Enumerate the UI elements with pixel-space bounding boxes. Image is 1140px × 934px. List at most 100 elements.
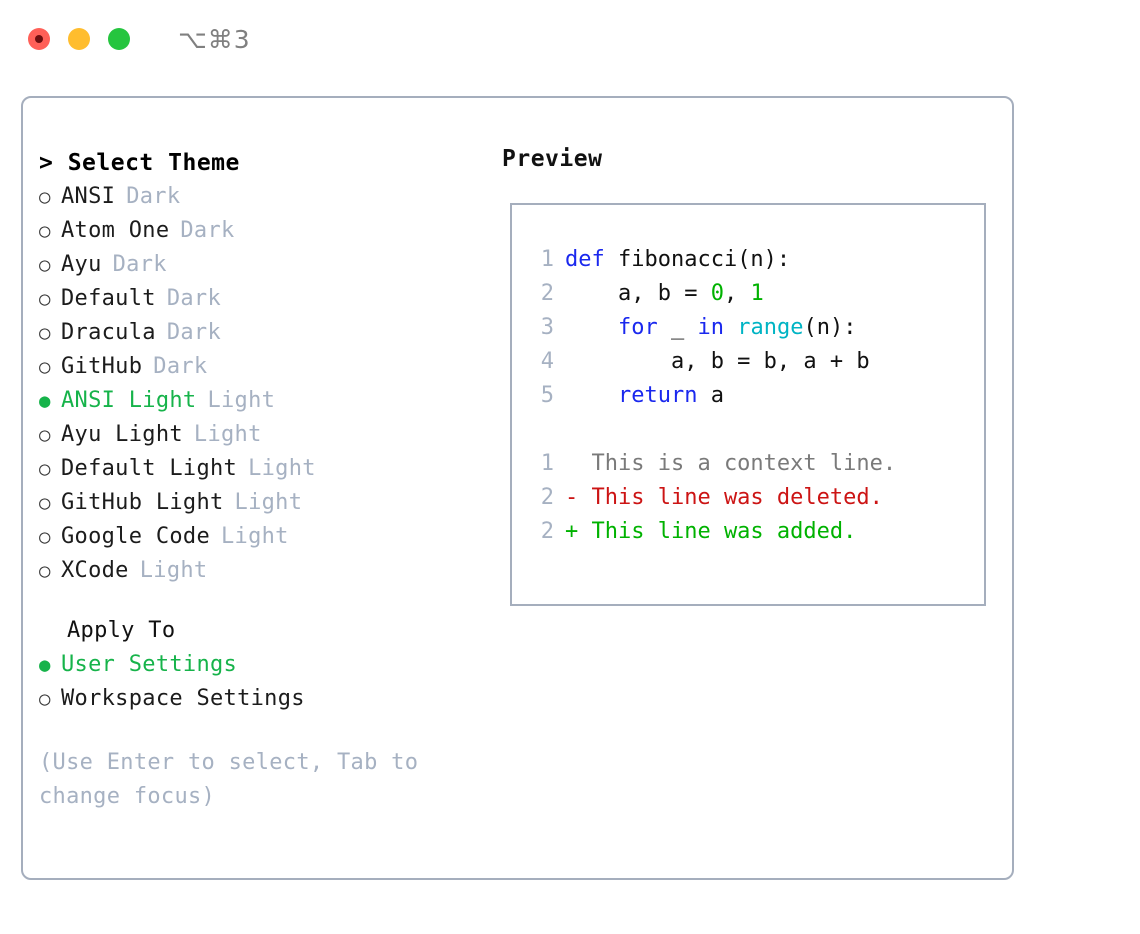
theme-option-label: Dracula [61,320,156,345]
theme-option-label: Ayu Light [61,422,183,447]
code-line-content: a, b = b, a + b [565,345,870,379]
theme-option-label: Default [61,286,156,311]
code-line: 1 This is a context line. [528,447,984,481]
line-number: 4 [540,349,554,374]
code-token-txt [565,383,618,408]
theme-option-label: GitHub Light [61,490,224,515]
code-line-content: for _ in range(n): [565,311,856,345]
recording-indicator-dot [35,35,43,43]
apply-to-option-row[interactable]: ● User Settings [39,648,479,682]
zoom-button[interactable] [108,28,130,50]
code-token-add: + This line was added. [565,519,857,544]
line-number: 5 [540,383,554,408]
code-line-content: + This line was added. [565,515,856,549]
radio-selected-icon: ● [39,390,51,412]
radio-unselected-icon: ○ [39,322,51,344]
code-token-txt: , [723,281,751,306]
theme-variant-tag: Dark [166,286,222,311]
traffic-light-group [28,28,130,50]
theme-variant-tag: Dark [126,184,181,209]
theme-option-row[interactable]: ○ Google Code Light [39,520,479,554]
theme-option-label: ANSI Light [61,388,197,413]
code-line: 4 a, b = b, a + b [528,345,984,379]
apply-to-option-list[interactable]: ● User Settings ○ Workspace Settings [39,648,479,716]
window-title-bar: ⌥⌘3 [0,0,1140,78]
code-line-content: - This line was deleted. [565,481,883,515]
code-token-kw: return [617,383,698,408]
theme-option-label: XCode [61,558,129,583]
theme-variant-tag: Light [139,558,208,583]
radio-unselected-icon: ○ [39,356,51,378]
code-line: 2 + This line was added. [528,515,984,549]
code-token-txt [565,315,618,340]
code-line-content: a, b = 0, 1 [565,277,764,311]
code-line-content: return a [565,379,724,413]
section-spacer [39,588,479,614]
theme-option-row[interactable]: ○ Default Dark [39,282,479,316]
radio-unselected-icon: ○ [39,220,51,242]
code-token-del: - This line was deleted. [565,485,883,510]
theme-option-label: GitHub [61,354,143,379]
radio-unselected-icon: ○ [39,688,51,710]
theme-variant-tag: Dark [153,354,208,379]
code-line: 3 for _ in range(n): [528,311,984,345]
code-token-txt [724,315,737,340]
minimize-button[interactable] [68,28,90,50]
line-number: 2 [540,485,554,510]
code-token-fn: range [737,315,804,340]
code-line: 2 a, b = 0, 1 [528,277,984,311]
theme-option-label: Ayu [61,252,102,277]
theme-option-label: ANSI [61,184,116,209]
apply-to-heading: Apply To [67,618,176,643]
code-diff-spacer [528,413,984,447]
theme-variant-tag: Dark [112,252,167,277]
code-token-txt: a [697,383,724,408]
preview-title: Preview [502,146,603,172]
code-token-num: 0 [710,281,724,306]
radio-selected-icon: ● [39,654,51,676]
line-number: 1 [540,451,554,476]
page-title: > Select Theme [39,150,240,176]
radio-unselected-icon: ○ [39,492,51,514]
code-token-kw: for [617,315,658,340]
radio-unselected-icon: ○ [39,424,51,446]
line-number: 3 [540,315,554,340]
theme-option-row[interactable]: ○ Ayu Light Light [39,418,479,452]
theme-option-label: Default Light [61,456,238,481]
apply-to-option-label: User Settings [61,652,238,677]
theme-option-label: Google Code [61,524,210,549]
theme-option-row[interactable]: ○ GitHub Dark [39,350,479,384]
radio-unselected-icon: ○ [39,288,51,310]
close-button[interactable] [28,28,50,50]
line-number: 2 [540,281,554,306]
line-number: 2 [540,519,554,544]
radio-unselected-icon: ○ [39,526,51,548]
code-line-content: This is a context line. [565,447,896,481]
theme-variant-tag: Light [221,524,289,549]
code-token-txt: a, b = b, a + b [565,349,870,374]
keyboard-shortcut-label: ⌥⌘3 [178,24,251,54]
code-token-ctx: This is a context line. [565,451,897,476]
apply-to-option-label: Workspace Settings [61,686,305,711]
theme-variant-tag: Light [193,422,262,447]
theme-option-label: Atom One [61,218,170,243]
theme-variant-tag: Light [234,490,303,515]
code-token-txt: fibonacci(n): [617,247,791,272]
apply-to-option-row[interactable]: ○ Workspace Settings [39,682,479,716]
keyboard-hint-text: (Use Enter to select, Tab to change focu… [39,750,419,809]
theme-option-row[interactable]: ○ GitHub Light Light [39,486,479,520]
